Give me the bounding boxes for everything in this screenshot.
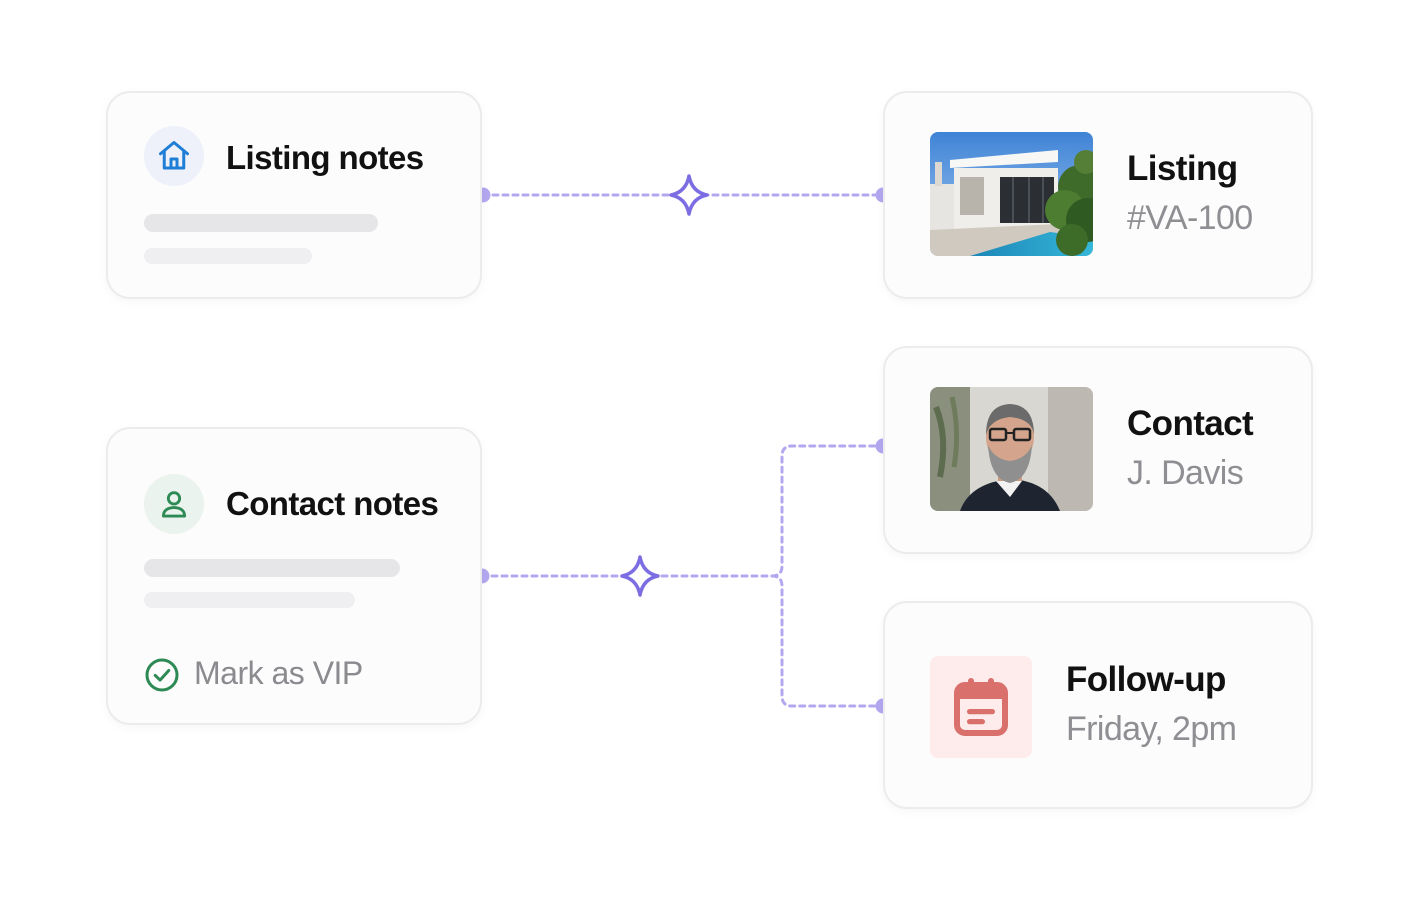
listing-title: Listing [1127,149,1238,188]
placeholder-line [144,214,378,232]
contact-name: J. Davis [1127,454,1244,492]
placeholder-line [144,559,400,577]
mark-as-vip[interactable]: Mark as VIP [144,655,444,695]
mark-as-vip-label: Mark as VIP [194,655,363,691]
calendar-icon-badge [930,656,1032,758]
calendar-icon [954,678,1008,736]
house-icon-badge [144,126,204,186]
person-icon [161,491,187,518]
placeholder-line [144,248,312,264]
contact-connector-down [770,574,885,708]
man-portrait-photo [930,387,1093,511]
contact-notes-card[interactable]: Contact notes Mark as VIP [106,427,482,725]
contact-title: Contact [1127,404,1254,443]
placeholder-line [144,592,355,608]
followup-card[interactable]: Follow-up Friday, 2pm [883,601,1313,809]
contact-notes-title: Contact notes [226,485,439,522]
sparkle-icon [669,174,709,216]
listing-notes-card[interactable]: Listing notes [106,91,482,299]
followup-time: Friday, 2pm [1066,710,1237,748]
followup-title: Follow-up [1066,660,1226,699]
house-icon [159,141,189,170]
listing-id: #VA-100 [1127,199,1253,237]
person-icon-badge [144,474,204,534]
sparkle-icon [620,555,660,597]
listing-card[interactable]: Listing #VA-100 [883,91,1313,299]
modern-house-photo [930,132,1093,256]
contact-connector-up [770,444,885,578]
check-circle-icon [145,658,179,692]
contact-card[interactable]: Contact J. Davis [883,346,1313,554]
listing-notes-title: Listing notes [226,139,424,176]
